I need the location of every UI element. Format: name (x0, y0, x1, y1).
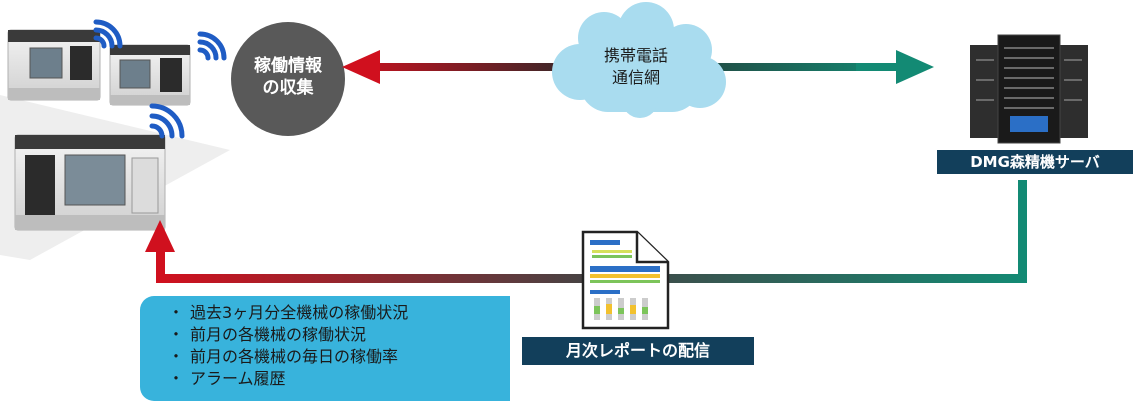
machine-tool-icon (14, 134, 166, 231)
collection-label-line-2: の収集 (262, 78, 314, 98)
collection-label: 稼働情報 の収集 (228, 55, 348, 99)
collection-label-line-1: 稼働情報 (254, 56, 322, 76)
wireless-signal-icon (93, 19, 123, 49)
network-label-line-2: 通信網 (611, 68, 660, 87)
list-item: 前月の各機械の毎日の稼働率 (168, 346, 510, 368)
server-label: DMG森精機サーバ (937, 150, 1133, 174)
report-document-icon (581, 230, 670, 330)
cloud-icon (552, 2, 726, 118)
report-contents-list: 過去3ヶ月分全機械の稼働状況 前月の各機械の稼働状況 前月の各機械の毎日の稼働率… (140, 296, 510, 390)
return-flow-down (1018, 180, 1027, 283)
arrow-head-right (896, 50, 934, 84)
network-label: 携帯電話 通信網 (566, 45, 706, 89)
machine-tool-icon (109, 44, 191, 106)
list-item: アラーム履歴 (168, 368, 510, 390)
report-contents-callout: 過去3ヶ月分全機械の稼働状況 前月の各機械の稼働状況 前月の各機械の毎日の稼働率… (140, 296, 510, 401)
report-label: 月次レポートの配信 (522, 337, 754, 365)
arrow-head-left (342, 50, 380, 84)
network-label-line-1: 携帯電話 (603, 46, 668, 65)
list-item: 過去3ヶ月分全機械の稼働状況 (168, 302, 510, 324)
return-flow-up (156, 250, 165, 283)
server-rack-icon (970, 34, 1088, 144)
collection-circle (231, 22, 345, 136)
list-item: 前月の各機械の稼働状況 (168, 324, 510, 346)
arrow-head-up (145, 220, 175, 252)
machine-tool-icon (7, 29, 101, 101)
wireless-signal-icon (197, 31, 227, 61)
wireless-signal-icon (149, 103, 185, 139)
